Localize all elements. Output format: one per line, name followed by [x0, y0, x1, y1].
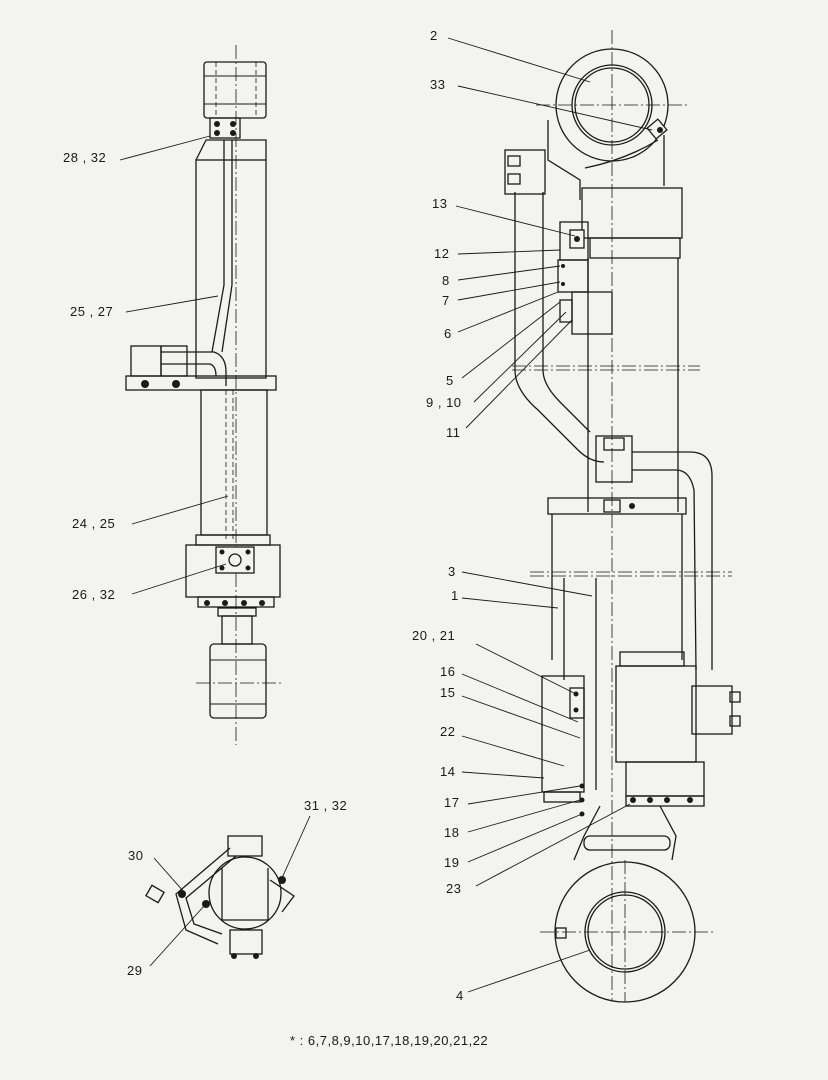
callout-17: 17	[444, 795, 459, 810]
callout-24-25: 24 , 25	[72, 516, 115, 531]
callout-33: 33	[430, 77, 445, 92]
callout-25-27: 25 , 27	[70, 304, 113, 319]
callout-12: 12	[434, 246, 449, 261]
right-main-view	[504, 30, 741, 1003]
callout-23: 23	[446, 881, 461, 896]
end-view	[145, 835, 295, 959]
callout-7: 7	[442, 293, 450, 308]
callout-9-10: 9 , 10	[426, 395, 462, 410]
callout-19: 19	[444, 855, 459, 870]
callout-14: 14	[440, 764, 455, 779]
callout-16: 16	[440, 664, 455, 679]
callout-6: 6	[444, 326, 452, 341]
callout-labels: 2 33 28 , 32 13 12 8 7 6 25 , 27 5 9 , 1…	[63, 28, 488, 1048]
callout-8: 8	[442, 273, 450, 288]
left-side-view	[125, 45, 282, 745]
leader-lines	[119, 37, 653, 993]
callout-26-32: 26 , 32	[72, 587, 115, 602]
callout-13: 13	[432, 196, 447, 211]
callout-18: 18	[444, 825, 459, 840]
callout-1: 1	[451, 588, 459, 603]
callout-31-32: 31 , 32	[304, 798, 347, 813]
callout-22: 22	[440, 724, 455, 739]
callout-3: 3	[448, 564, 456, 579]
callout-11: 11	[446, 425, 461, 440]
callout-20-21: 20 , 21	[412, 628, 455, 643]
callout-30: 30	[128, 848, 143, 863]
callout-5: 5	[446, 373, 454, 388]
callout-4: 4	[456, 988, 464, 1003]
footnote: * : 6,7,8,9,10,17,18,19,20,21,22	[290, 1033, 488, 1048]
callout-29: 29	[127, 963, 142, 978]
callout-28-32: 28 , 32	[63, 150, 106, 165]
callout-2: 2	[430, 28, 438, 43]
callout-15: 15	[440, 685, 455, 700]
